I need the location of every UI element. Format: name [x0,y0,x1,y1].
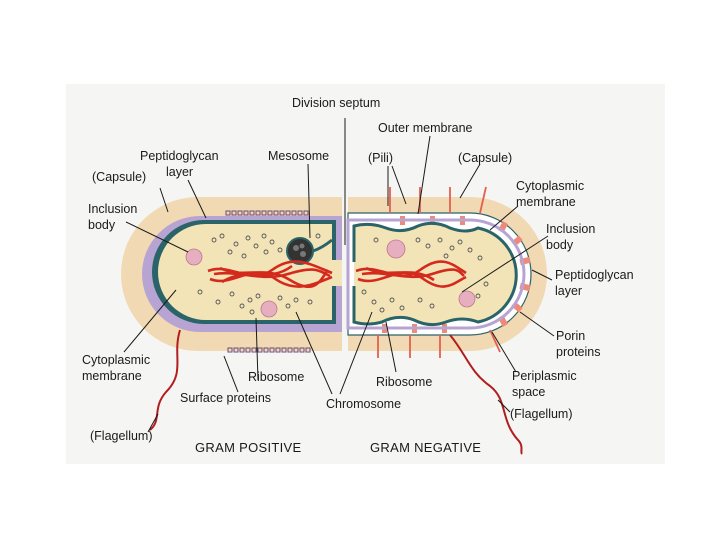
label-capsule-right: (Capsule) [458,151,512,165]
label-flagellum-right: (Flagellum) [510,407,573,421]
inclusion-body-right-1 [387,240,405,258]
label-surface-proteins: Surface proteins [180,391,271,405]
inclusion-body-right-2 [459,291,475,307]
label-inclusion-right-1: Inclusion [546,222,595,236]
label-peptidoglycan-right-2: layer [555,284,582,298]
label-inclusion-left-1: Inclusion [88,202,137,216]
label-peptidoglycan-right-1: Peptidoglycan [555,268,634,282]
inclusion-body-left-2 [261,301,277,317]
label-flagellum-left: (Flagellum) [90,429,153,443]
label-ribosome-right: Ribosome [376,375,432,389]
label-cytoplasmic-left-1: Cytoplasmic [82,353,150,367]
label-porin-2: proteins [556,345,600,359]
label-outer-membrane: Outer membrane [378,121,473,135]
mesosome [287,238,313,264]
label-chromosome: Chromosome [326,397,401,411]
label-periplasmic-2: space [512,385,545,399]
inclusion-body-left-1 [186,249,202,265]
caption-gram-positive: GRAM POSITIVE [195,440,302,455]
label-cytoplasmic-left-2: membrane [82,369,142,383]
label-peptidoglycan-left-2: layer [166,165,193,179]
label-ribosome-left: Ribosome [248,370,304,384]
label-periplasmic-1: Periplasmic [512,369,577,383]
label-mesosome: Mesosome [268,149,329,163]
label-cytoplasmic-right-1: Cytoplasmic [516,179,584,193]
label-capsule-left: (Capsule) [92,170,146,184]
label-peptidoglycan-left-1: Peptidoglycan [140,149,219,163]
label-inclusion-right-2: body [546,238,574,252]
label-division-septum: Division septum [292,96,380,110]
label-pili: (Pili) [368,151,393,165]
label-inclusion-left-2: body [88,218,116,232]
label-porin-1: Porin [556,329,585,343]
label-cytoplasmic-right-2: membrane [516,195,576,209]
caption-gram-negative: GRAM NEGATIVE [370,440,481,455]
